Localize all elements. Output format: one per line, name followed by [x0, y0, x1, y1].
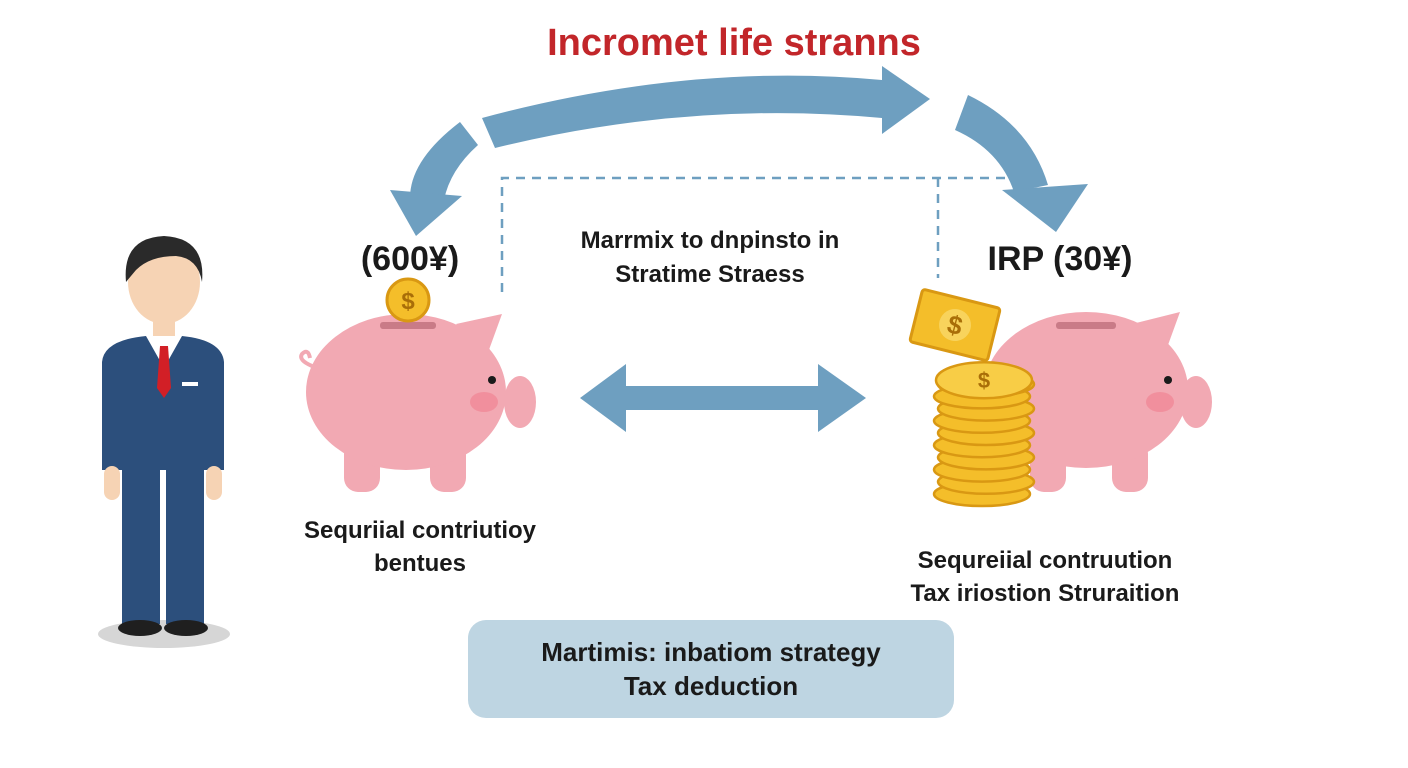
piggy-left-ear: [456, 314, 502, 358]
double-arrow-left-head: [580, 364, 626, 432]
person-left-shoe: [118, 620, 162, 636]
summary-line2: Tax deduction: [623, 671, 799, 701]
summary-box-text: Martimis: inbatiom strategy Tax deductio…: [468, 635, 954, 703]
coin-icon: $: [385, 277, 431, 323]
piggy-left-cheek: [470, 392, 498, 412]
top-curved-arrow: [482, 66, 930, 148]
left-amount-label: (600¥): [360, 240, 460, 278]
piggy-bank-icon: [299, 314, 536, 492]
center-label-line2: Stratime Straess: [615, 261, 805, 288]
banknote-icon: $: [908, 288, 1002, 362]
person-right-hand: [206, 466, 222, 500]
piggy-right-cheek: [1146, 392, 1174, 412]
center-label-line1: Marrmix to dnpinsto in: [580, 227, 840, 254]
left-caption-line2: bentues: [373, 550, 466, 577]
top-arrow-head: [882, 66, 930, 134]
right-caption: Sequreiial contruution Tax iriostion Str…: [880, 544, 1210, 610]
coin-symbol: $: [401, 288, 415, 315]
person-shadow: [98, 620, 230, 648]
person-right-leg: [166, 466, 204, 624]
person-left-leg: [122, 466, 160, 624]
piggy-right-snout: [1180, 376, 1212, 428]
person-jacket: [102, 336, 224, 470]
piggy-right-slot: [1056, 322, 1116, 329]
diagram-title: Incromet life stranns: [547, 22, 921, 64]
summary-box: Martimis: inbatiom strategy Tax deductio…: [468, 620, 954, 718]
person-icon: [98, 236, 230, 648]
person-tie: [157, 346, 171, 398]
right-arrow-body: [955, 95, 1048, 192]
center-label: Marrmix to dnpinsto in Stratime Straess: [520, 224, 900, 292]
person-hair: [125, 236, 203, 282]
left-caption: Sequriial contriutioy bentues: [270, 514, 570, 580]
top-arrow-body: [482, 75, 882, 148]
coin-stack-symbol: $: [978, 368, 990, 393]
piggy-right-body: [984, 312, 1188, 468]
left-caption-line1: Sequriial contriutioy: [303, 517, 537, 544]
person-left-hand: [104, 466, 120, 500]
person-right-shoe: [164, 620, 208, 636]
left-arrow-body: [410, 122, 478, 200]
piggy-left-slot: [380, 322, 436, 329]
dashed-connector: [500, 176, 1008, 292]
right-arrow-head: [1002, 184, 1088, 232]
banknote-seal: [939, 309, 971, 341]
coin-stack-icon: $: [932, 360, 1036, 508]
left-curved-arrow: [390, 122, 478, 236]
right-amount-label: IRP (30¥): [987, 240, 1133, 278]
double-arrow-right-head: [818, 364, 866, 432]
person-pocket-square: [182, 382, 198, 386]
right-curved-arrow: [955, 95, 1088, 232]
summary-line1: Martimis: inbatiom strategy: [541, 637, 881, 667]
right-caption-line2: Tax iriostion Struraition: [910, 580, 1180, 607]
double-arrow: [580, 364, 866, 432]
piggy-left-snout: [504, 376, 536, 428]
piggy-left-tail: [299, 349, 313, 368]
piggy-right-eye: [1164, 376, 1172, 384]
right-caption-line1: Sequreiial contruution: [917, 547, 1173, 574]
piggy-bank-right-icon: [984, 312, 1212, 492]
piggy-right-ear: [1132, 312, 1180, 356]
piggy-left-body: [306, 314, 506, 470]
coin-stack-top: [934, 360, 1034, 400]
coin-outer: [385, 277, 431, 323]
piggy-left-eye: [488, 376, 496, 384]
double-arrow-shaft: [612, 386, 834, 410]
left-arrow-head: [390, 190, 462, 236]
